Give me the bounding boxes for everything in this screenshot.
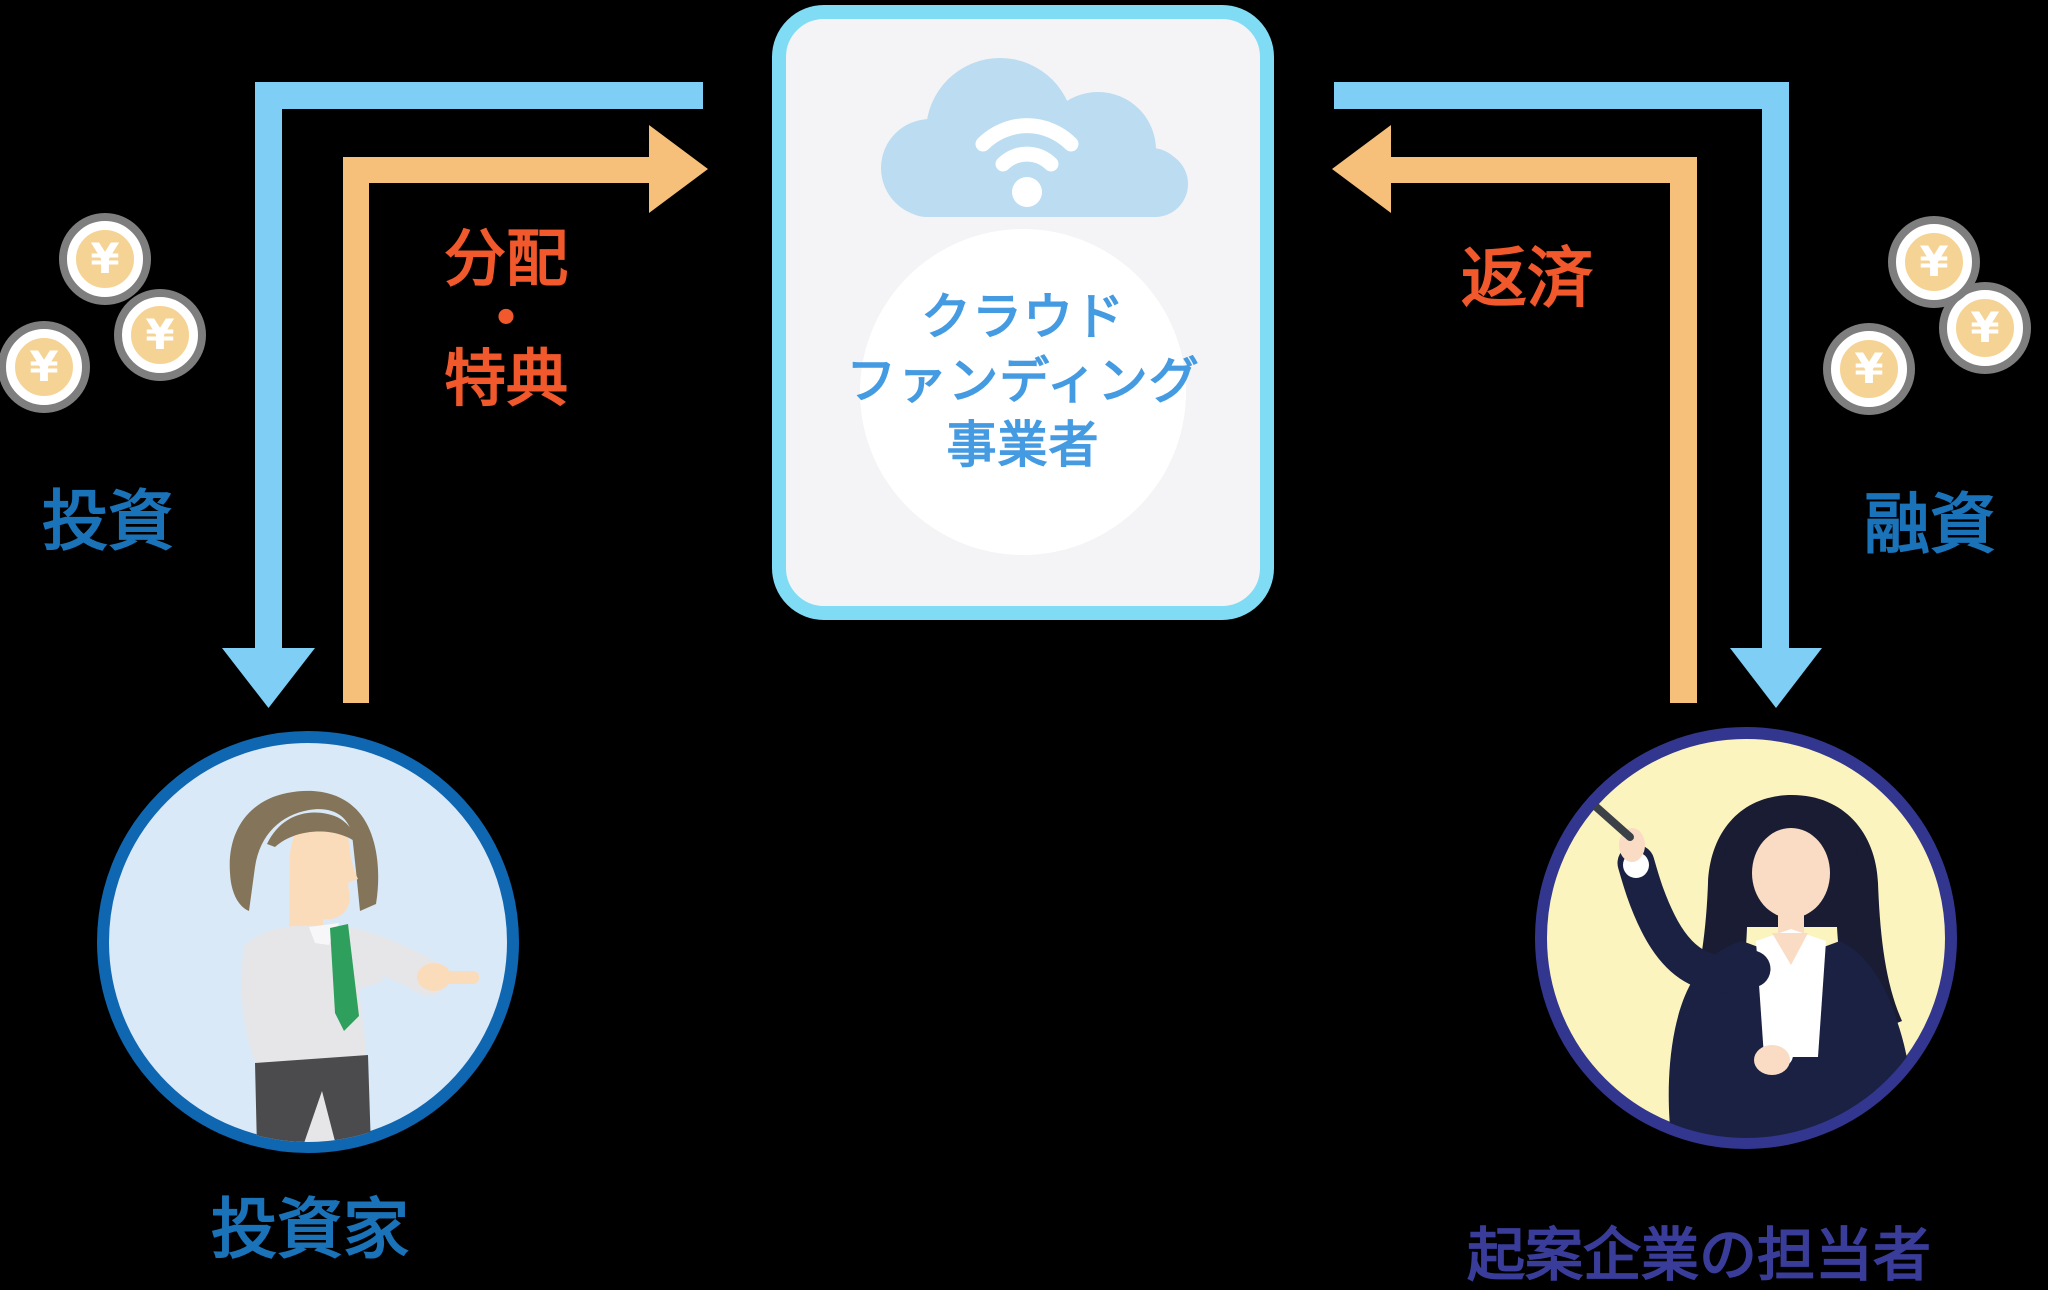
yen-symbol: ¥ <box>29 342 59 391</box>
repay-label: 返済 <box>1461 240 1593 317</box>
yen-symbol: ¥ <box>1854 344 1884 393</box>
card-title-line3: 事業者 <box>946 416 1100 474</box>
invest-label: 投資 <box>42 483 174 560</box>
arrow-orange-right <box>1332 125 1697 703</box>
card-title-line2: ファンディング <box>846 352 1200 410</box>
yen-coin: ¥ <box>67 221 143 297</box>
yen-symbol: ¥ <box>145 310 175 359</box>
yen-coin: ¥ <box>122 297 198 373</box>
yen-coin: ¥ <box>1831 331 1907 407</box>
company-label: 起案企業の担当者 <box>1466 1221 1931 1289</box>
yen-symbol: ¥ <box>1970 303 2000 352</box>
yen-coin: ¥ <box>1896 224 1972 300</box>
arrow-blue-right <box>1334 82 1822 708</box>
card-title: クラウド ファンディング 事業者 <box>772 285 1274 477</box>
pen-icon <box>1590 801 1634 841</box>
card-title-line1: クラウド <box>921 288 1125 346</box>
yen-coin: ¥ <box>6 329 82 405</box>
dividend-benefit-label: 分配 ・ 特典 <box>406 222 606 415</box>
arrow-blue-left <box>222 82 703 708</box>
yen-coin: ¥ <box>1947 290 2023 366</box>
dividend-label-dot: ・ <box>474 282 537 355</box>
dividend-label-line2: 特典 <box>443 342 568 415</box>
investor-label: 投資家 <box>211 1191 409 1268</box>
loan-label: 融資 <box>1864 486 1996 563</box>
arrow-orange-left <box>343 125 708 703</box>
wifi-icon <box>975 118 1079 172</box>
dividend-label-line1: 分配 <box>443 222 568 295</box>
yen-symbol: ¥ <box>90 234 120 283</box>
yen-symbol: ¥ <box>1919 237 1949 286</box>
card-title-circle <box>860 229 1186 555</box>
